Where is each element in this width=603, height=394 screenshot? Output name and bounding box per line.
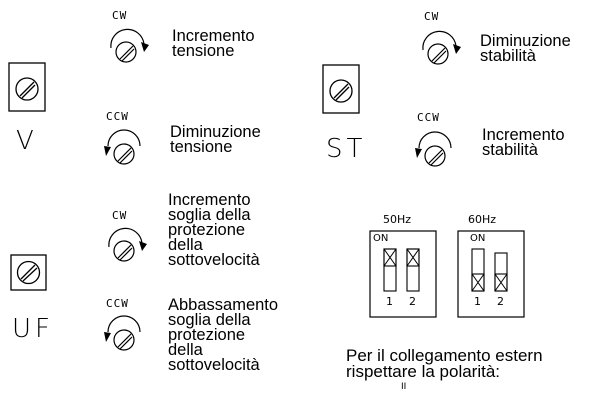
- trimmer-uf-label: UF: [12, 314, 54, 344]
- dip-60hz-switch1-number: 1: [474, 295, 481, 308]
- knob-cw-icon: [110, 28, 149, 63]
- knob-cw-icon: [108, 227, 147, 262]
- trimmer-v-label: V: [16, 126, 38, 156]
- v-cw-label: CW: [112, 9, 128, 22]
- dip-60hz-on-label: ON: [470, 233, 486, 244]
- v-ccw-label: CCW: [106, 110, 129, 123]
- dip-50hz-switch2-number: 2: [409, 295, 416, 308]
- trimmer-st-box: [322, 64, 360, 114]
- dip-50hz-on-label: ON: [373, 233, 389, 244]
- knob-ccw-icon: [104, 315, 141, 351]
- dip-switch-60hz: [457, 230, 525, 318]
- trimmer-v-box: [8, 62, 46, 112]
- uf-ccw-label: CCW: [106, 297, 129, 310]
- knob-ccw-icon: [104, 129, 141, 165]
- polarity-mark: II: [401, 382, 407, 392]
- polarity-note-line1: Per il collegamento estern: [346, 346, 543, 365]
- st-ccw-label: CCW: [417, 111, 440, 124]
- trimmer-uf-box: [10, 254, 47, 291]
- dip-50hz-label: 50Hz: [383, 213, 412, 226]
- dip-50hz-switch1-number: 1: [386, 295, 393, 308]
- uf-cw-label: CW: [112, 209, 128, 222]
- st-cw-label: CW: [424, 10, 440, 23]
- trimmer-st-label: ST: [326, 134, 367, 164]
- dip-60hz-label: 60Hz: [468, 213, 497, 226]
- knob-ccw-icon: [415, 131, 452, 167]
- polarity-note-line2: rispettare la polarità:: [346, 362, 501, 381]
- dip-switch-50hz: [369, 230, 437, 318]
- dip-60hz-switch2-number: 2: [497, 295, 504, 308]
- knob-cw-icon: [422, 30, 461, 65]
